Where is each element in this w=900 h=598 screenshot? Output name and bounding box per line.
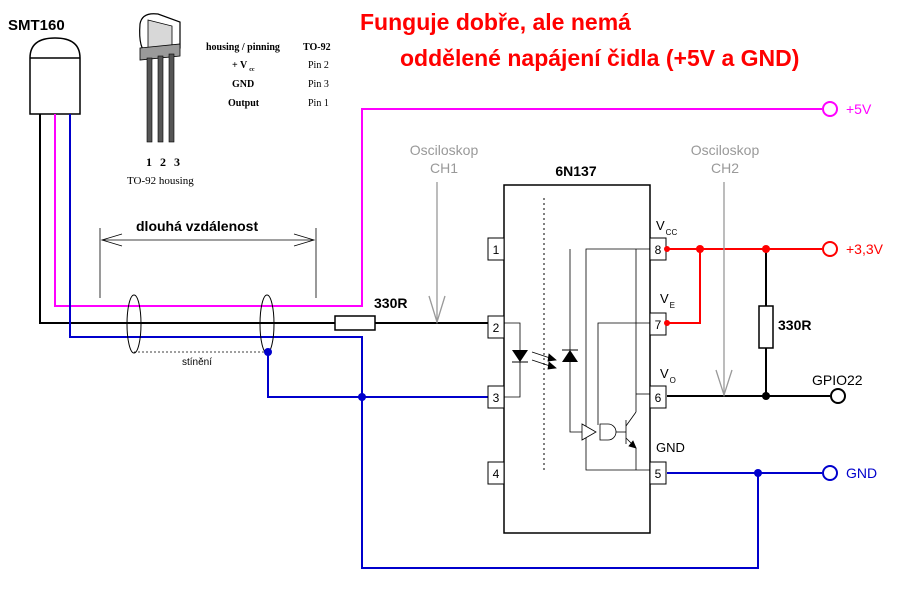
wire-shield-gnd bbox=[267, 352, 362, 398]
ic-label-gnd: GND bbox=[656, 440, 685, 455]
probe-ch2-line1: Osciloskop bbox=[691, 142, 760, 158]
pullup-resistor bbox=[758, 305, 774, 349]
wire-gnd-return bbox=[361, 397, 759, 569]
wire-signal bbox=[39, 114, 335, 324]
ic-led-symbol bbox=[512, 350, 528, 363]
terminal-plus3v3-label: +3,3V bbox=[846, 241, 884, 257]
terminal-gnd-label: GND bbox=[846, 465, 877, 481]
junction-output-dot bbox=[762, 392, 770, 400]
to92-pin-number-2: 2 bbox=[160, 155, 166, 169]
ic-amplifier-symbol bbox=[581, 423, 597, 441]
terminal-gnd bbox=[822, 465, 838, 481]
to92-pin-number-1: 1 bbox=[146, 155, 152, 169]
to92-package-drawing bbox=[139, 13, 181, 143]
pinout-row-output-signal: Output bbox=[228, 98, 260, 109]
sensor-name-label: SMT160 bbox=[8, 17, 65, 34]
ic-photodiode-symbol bbox=[562, 349, 578, 362]
cable-shield-label: stínění bbox=[182, 357, 212, 368]
probe-ch1-line1: Osciloskop bbox=[410, 142, 479, 158]
terminal-gpio bbox=[830, 388, 846, 404]
title-line-1: Funguje dobře, ale nemá bbox=[360, 9, 631, 35]
probe-ch1-line2: CH1 bbox=[430, 160, 458, 176]
sensor-body bbox=[29, 37, 81, 115]
ic-pin-number-6: 6 bbox=[655, 391, 662, 405]
ic-and-gate-symbol bbox=[599, 423, 617, 441]
ic-pin-number-1: 1 bbox=[493, 243, 500, 257]
ic-pin-number-7: 7 bbox=[655, 318, 662, 332]
terminal-plus5v bbox=[822, 101, 838, 117]
junction-gnd-pin5-dot bbox=[754, 469, 762, 477]
cable-shield-left-ring bbox=[126, 294, 142, 354]
junction-pin8-dot bbox=[664, 246, 670, 252]
ic-pin-box-1 bbox=[487, 237, 505, 261]
ic-name-label: 6N137 bbox=[555, 163, 596, 179]
ic-pin-box-6 bbox=[649, 385, 667, 409]
pinout-row-gnd-signal: GND bbox=[232, 79, 254, 90]
ic-pin-number-5: 5 bbox=[655, 467, 662, 481]
ic-label-vo: VO bbox=[660, 366, 676, 385]
ic-internal-wiring bbox=[504, 248, 650, 471]
cable-distance-arrow bbox=[99, 228, 317, 298]
input-resistor-label: 330R bbox=[374, 295, 407, 311]
ic-light-arrows bbox=[531, 351, 557, 370]
junction-shield-dot bbox=[264, 348, 272, 356]
terminal-plus5v-label: +5V bbox=[846, 101, 872, 117]
probe-ch2-arrow bbox=[715, 182, 733, 398]
pinout-row-gnd-pin: Pin 3 bbox=[308, 79, 329, 90]
pullup-resistor-label: 330R bbox=[778, 317, 811, 333]
probe-ch1-arrow bbox=[428, 182, 446, 325]
input-resistor bbox=[334, 315, 376, 331]
ic-output-transistor-symbol bbox=[625, 394, 637, 449]
terminal-gpio-label: GPIO22 bbox=[812, 372, 863, 388]
junction-pin7-dot bbox=[664, 320, 670, 326]
wire-vcc-ve-link bbox=[667, 249, 701, 324]
junction-pullup-top-dot bbox=[762, 245, 770, 253]
ic-pin-box-2 bbox=[487, 315, 505, 339]
pinout-row-output-pin: Pin 1 bbox=[308, 98, 329, 109]
cable-distance-label: dlouhá vzdálenost bbox=[136, 218, 258, 234]
pinout-row-vcc-pin: Pin 2 bbox=[308, 60, 329, 71]
wire-gnd-sensor bbox=[69, 114, 488, 398]
ic-pin-number-4: 4 bbox=[493, 467, 500, 481]
ic-label-vcc: VCC bbox=[656, 218, 677, 237]
terminal-plus3v3 bbox=[822, 241, 838, 257]
ic-label-ve: VE bbox=[660, 291, 675, 310]
ic-body bbox=[503, 184, 651, 534]
ic-pin-number-3: 3 bbox=[493, 391, 500, 405]
ic-pin-box-5 bbox=[649, 461, 667, 485]
ic-pin-number-8: 8 bbox=[655, 243, 662, 257]
title-line-2: oddělené napájení čidla (+5V a GND) bbox=[400, 45, 799, 71]
pinout-header-package: TO-92 bbox=[303, 42, 331, 53]
wire-plus5v bbox=[54, 108, 822, 307]
to92-pin-number-3: 3 bbox=[174, 155, 180, 169]
junction-gnd-dot bbox=[358, 393, 366, 401]
to92-housing-caption: TO-92 housing bbox=[127, 175, 194, 187]
probe-ch2-line2: CH2 bbox=[711, 160, 739, 176]
ic-pin-box-4 bbox=[487, 461, 505, 485]
junction-vcc-ve-dot bbox=[696, 245, 704, 253]
pinout-header-housing: housing / pinning bbox=[206, 42, 280, 53]
ic-pin-number-2: 2 bbox=[493, 321, 500, 335]
